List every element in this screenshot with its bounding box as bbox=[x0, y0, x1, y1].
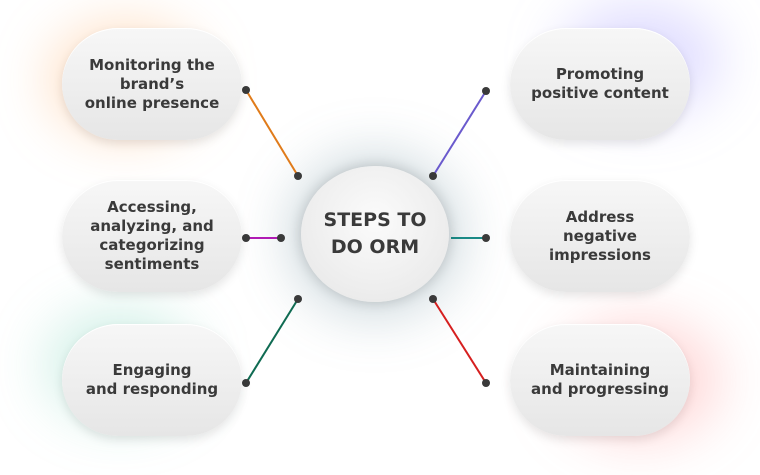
step-address: Address negative impressions bbox=[510, 180, 690, 292]
connector-dot bbox=[429, 172, 437, 180]
step-maintaining: Maintaining and progressing bbox=[510, 324, 690, 436]
connector-monitoring bbox=[245, 89, 299, 177]
connector-promoting bbox=[432, 90, 487, 177]
connector-dot bbox=[482, 379, 490, 387]
connector-dot bbox=[294, 172, 302, 180]
connector-dot bbox=[277, 234, 285, 242]
connector-dot bbox=[482, 87, 490, 95]
step-label: Accessing, analyzing, and categorizing s… bbox=[90, 198, 214, 273]
step-label: Maintaining and progressing bbox=[531, 361, 669, 398]
connector-dot bbox=[242, 379, 250, 387]
connector-dot bbox=[482, 234, 490, 242]
center-circle: STEPS TO DO ORM bbox=[301, 166, 449, 302]
connector-dot bbox=[242, 86, 250, 94]
step-label: Monitoring the brand’s online presence bbox=[84, 55, 220, 112]
step-label: Engaging and responding bbox=[85, 361, 219, 398]
connector-dot bbox=[429, 295, 437, 303]
connector-dot bbox=[242, 234, 250, 242]
step-accessing: Accessing, analyzing, and categorizing s… bbox=[62, 180, 242, 292]
connector-engaging bbox=[245, 298, 299, 384]
center-title: STEPS TO DO ORM bbox=[323, 209, 427, 258]
step-label: Promoting positive content bbox=[531, 65, 669, 102]
connector-dot bbox=[294, 295, 302, 303]
step-monitoring: Monitoring the brand’s online presence bbox=[62, 28, 242, 140]
step-label: Address negative impressions bbox=[549, 207, 651, 264]
step-engaging: Engaging and responding bbox=[62, 324, 242, 436]
step-promoting: Promoting positive content bbox=[510, 28, 690, 140]
connector-maintaining bbox=[432, 298, 487, 384]
